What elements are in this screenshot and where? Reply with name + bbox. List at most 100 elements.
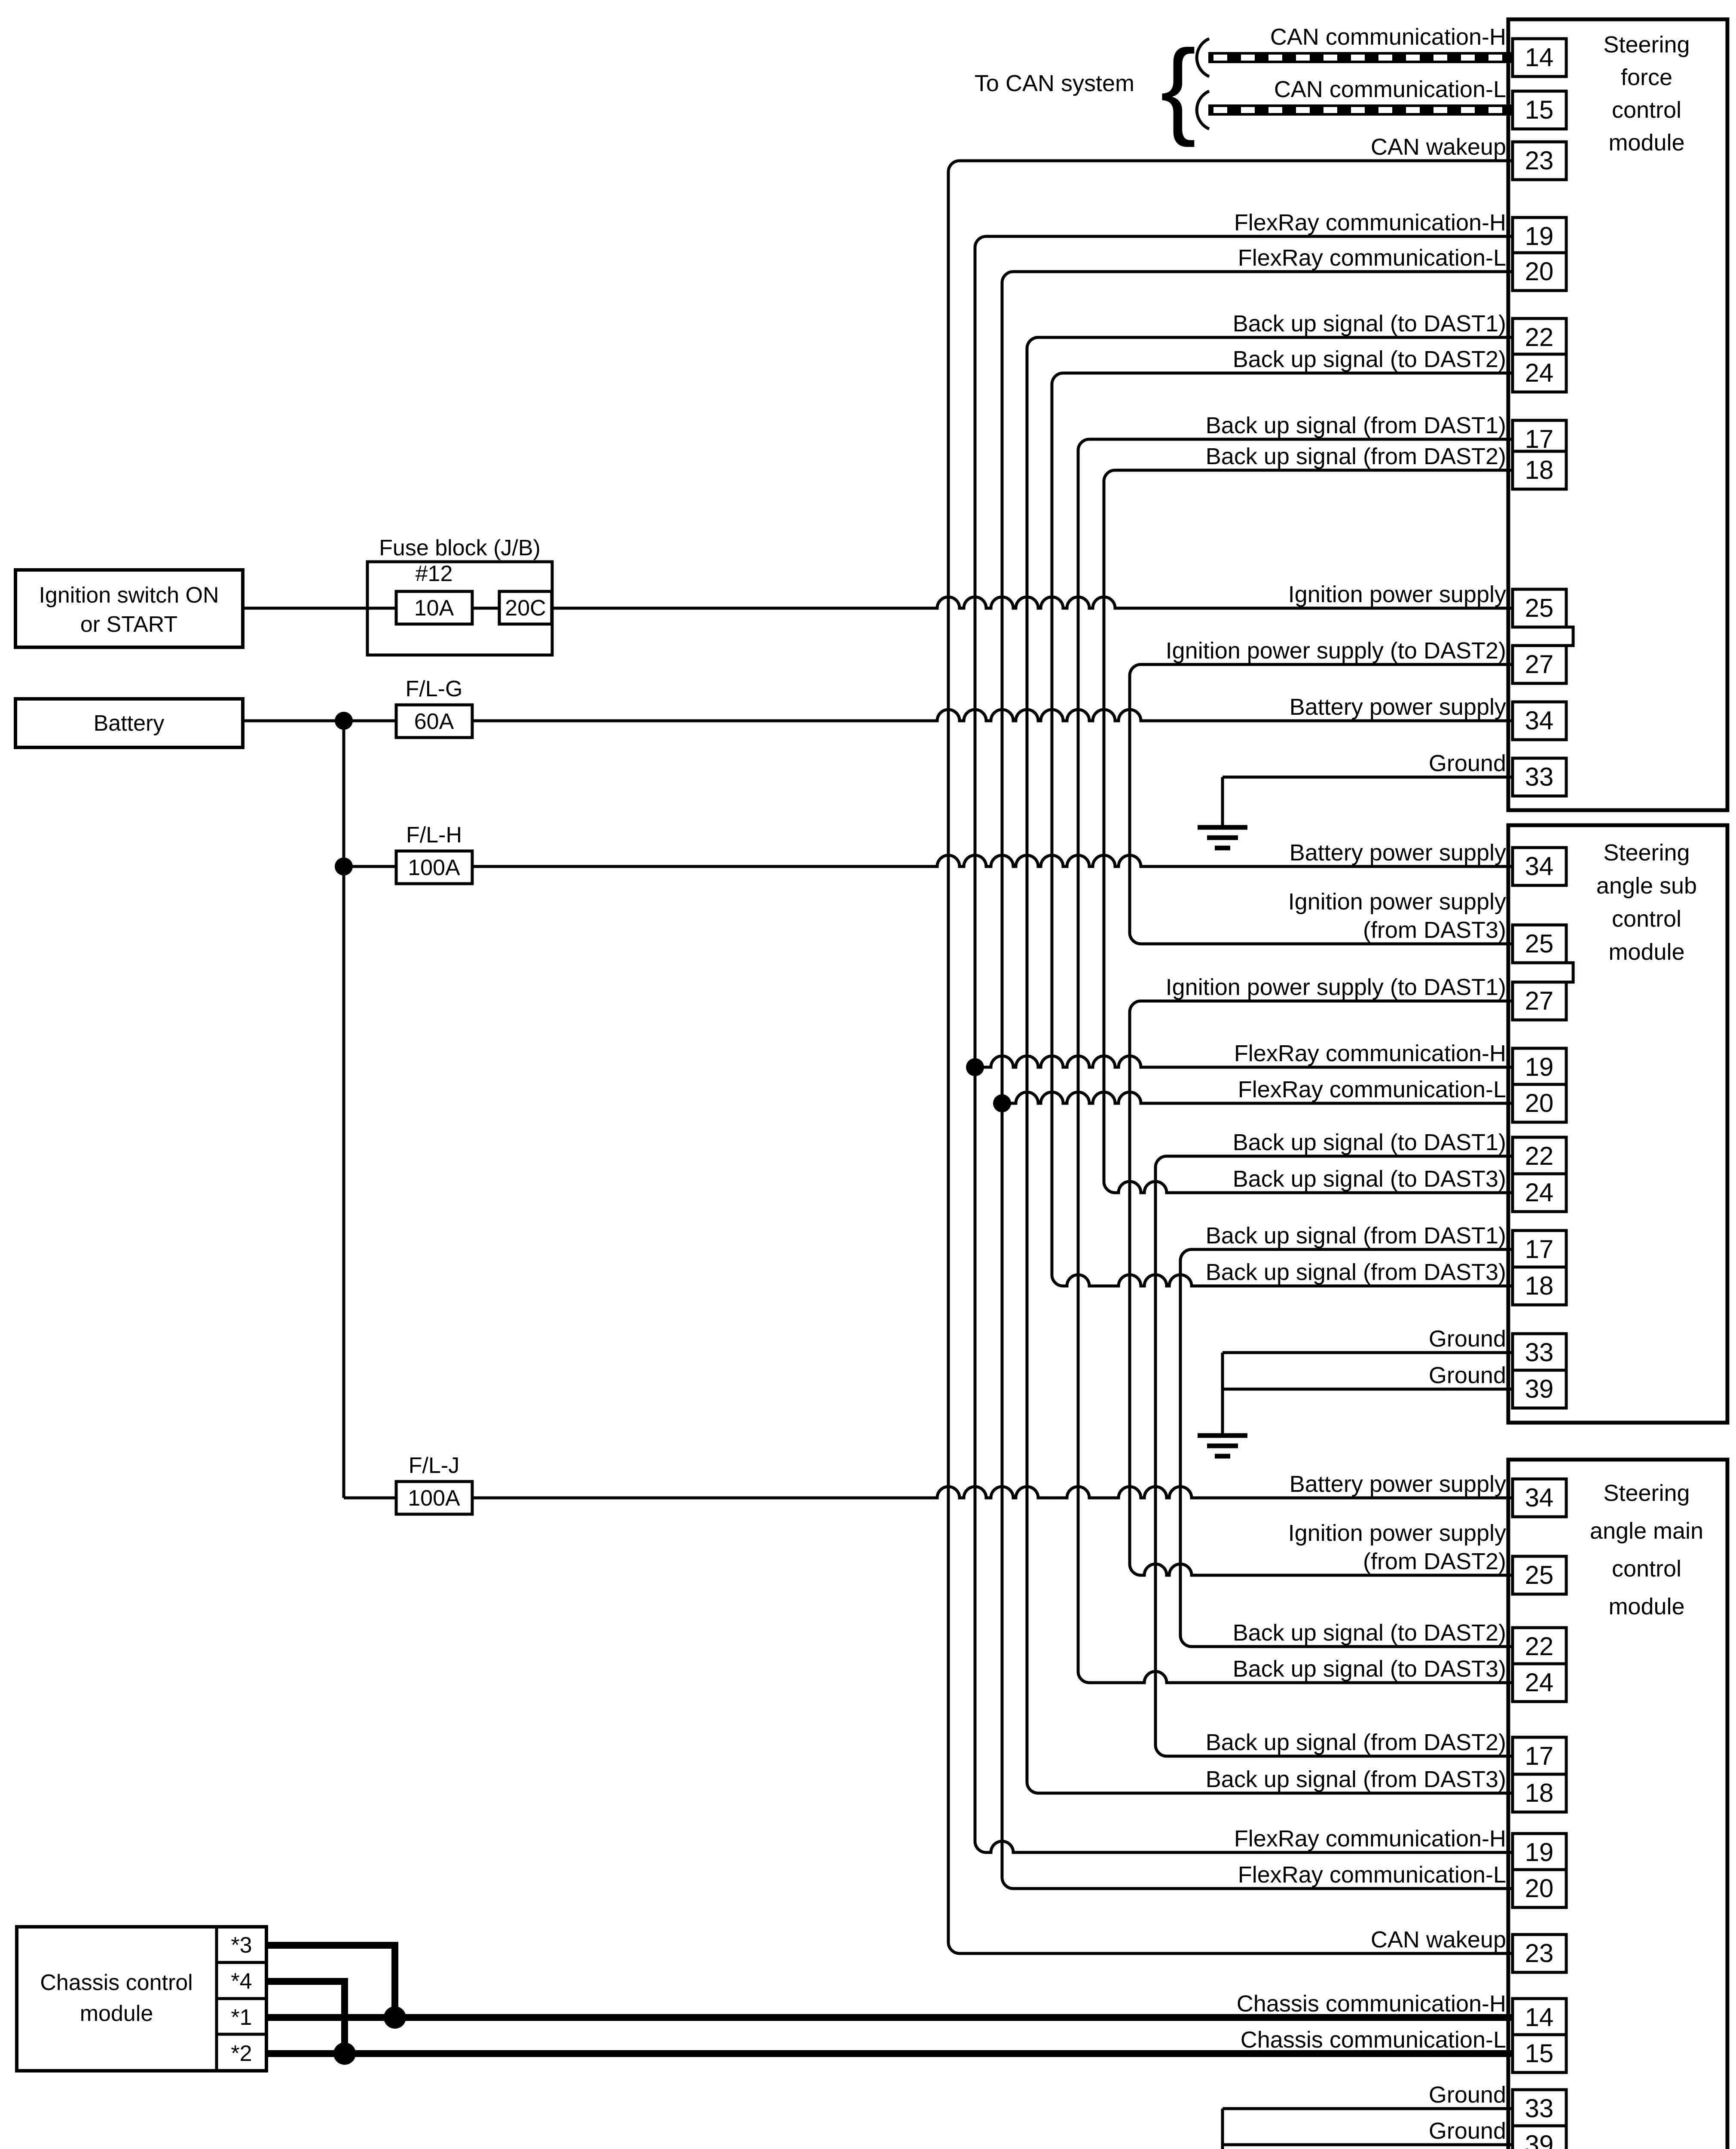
pin-number: 34 [1525, 706, 1554, 735]
module-title-line: angle main [1590, 1518, 1703, 1544]
pin-number: 18 [1525, 1779, 1554, 1807]
pin-number: 33 [1525, 1338, 1554, 1367]
pin-box [1511, 1555, 1568, 1596]
wire-battery-supply-1 [243, 708, 1513, 722]
pin-label: Ground [1429, 750, 1506, 776]
flj-name: F/L-J [409, 1453, 459, 1478]
wire-flexray-l [1000, 270, 1513, 1890]
flj-rating: 100A [408, 1486, 460, 1511]
junction-dot [384, 2006, 406, 2029]
pin-label: FlexRay communication-H [1234, 1041, 1506, 1066]
pin-box [1511, 37, 1568, 78]
flg-name: F/L-G [406, 677, 463, 701]
pin-number: 39 [1525, 2130, 1554, 2149]
pin-link-25-27-m2 [1566, 961, 1575, 984]
pin-box [1511, 89, 1568, 131]
pin-number: 24 [1525, 1178, 1554, 1207]
pin-label: Ignition power supply (to DAST1) [1166, 974, 1506, 1000]
junction-dot [335, 712, 353, 730]
fuse-10a-box [394, 590, 474, 626]
pin-label: Back up signal (to DAST3) [1233, 1166, 1506, 1192]
can-line-hook [1195, 89, 1210, 131]
pin-box [1511, 1662, 1568, 1703]
pin-label: (from DAST2) [1363, 1549, 1506, 1574]
pin-box [1511, 846, 1568, 887]
fuse-number: #12 [416, 561, 453, 586]
pin-box [1511, 1136, 1568, 1177]
chassis-pin-dividers [215, 1927, 266, 2071]
pin-box [1511, 317, 1568, 358]
battery-label: Battery [94, 711, 165, 736]
module-title-line: force [1621, 64, 1672, 90]
pin-label: CAN wakeup [1371, 1927, 1506, 1953]
pin-number: 34 [1525, 1483, 1554, 1512]
pin-number: 14 [1525, 2003, 1554, 2032]
module-title-line: module [1608, 939, 1684, 965]
pin-label: Ground [1429, 1326, 1506, 1352]
chassis-pin-label: *1 [231, 2005, 252, 2030]
fuse-connector: 20C [505, 596, 546, 621]
pin-number: 22 [1525, 1142, 1554, 1170]
wire-backup-dast3-to-dast2 [1050, 371, 1513, 1288]
pin-label: Back up signal (to DAST2) [1233, 346, 1506, 372]
pin-number: 25 [1525, 929, 1554, 958]
pin-box [1511, 1265, 1568, 1307]
module-title-line: module [1608, 1594, 1684, 1619]
pin-number: 20 [1525, 257, 1554, 286]
pin-label: CAN wakeup [1371, 134, 1506, 160]
pin-box [1511, 756, 1568, 798]
pin-number: 27 [1525, 650, 1554, 679]
pin-label: FlexRay communication-L [1238, 1077, 1506, 1102]
pin-box [1511, 1832, 1568, 1873]
module-title-line: control [1612, 1556, 1681, 1582]
pin-number: 27 [1525, 986, 1554, 1015]
flg-box [394, 703, 474, 739]
module-box-1 [1506, 823, 1730, 1425]
pin-label: Back up signal (from DAST1) [1206, 1223, 1506, 1249]
pin-number: 20 [1525, 1089, 1554, 1117]
pin-number: 17 [1525, 425, 1554, 453]
pin-box [1511, 700, 1568, 741]
chassis-pin-label: *2 [231, 2041, 252, 2066]
pin-box [1511, 2124, 1568, 2149]
wire-ignition-dast3-to-dast2 [1128, 663, 1513, 946]
pin-box [1511, 1933, 1568, 1974]
pin-box [1511, 644, 1568, 685]
pin-number: 18 [1525, 1271, 1554, 1300]
pin-number: 25 [1525, 1561, 1554, 1589]
pin-box [1511, 1772, 1568, 1814]
pin-number: 17 [1525, 1742, 1554, 1770]
wire-backup-dast2-to-dast1 [1154, 1154, 1513, 1758]
junction-dot [966, 1058, 984, 1076]
wire-chassis-4 [266, 1978, 348, 2054]
flh-rating: 100A [408, 855, 460, 880]
module-title-line: Steering [1603, 32, 1690, 58]
pin-number: 23 [1525, 146, 1554, 175]
fuse-block-label: Fuse block (J/B) [379, 536, 541, 560]
fuse-rating: 10A [414, 596, 454, 621]
pin-label: Ground [1429, 2118, 1506, 2144]
pin-number: 19 [1525, 1838, 1554, 1867]
pin-number: 24 [1525, 358, 1554, 387]
pin-label: Ground [1429, 2082, 1506, 2108]
pin-number: 33 [1525, 2094, 1554, 2123]
chassis-pin-label: *3 [231, 1933, 252, 1958]
pin-label: Back up signal (to DAST2) [1233, 1620, 1506, 1646]
can-brace: { [1160, 28, 1196, 147]
module-title-line: control [1612, 906, 1681, 932]
pin-number: 15 [1525, 2039, 1554, 2068]
pin-link-25-27-m1 [1566, 625, 1575, 647]
ignition-switch-label: or START [80, 612, 177, 637]
pin-label: FlexRay communication-H [1234, 1826, 1506, 1852]
chassis-pin-label: *4 [231, 1969, 252, 1994]
pin-number: 14 [1525, 43, 1554, 72]
pin-label: Battery power supply [1290, 1471, 1506, 1497]
pin-label: Back up signal (to DAST3) [1233, 1656, 1506, 1682]
pin-label: Chassis communication-H [1237, 1991, 1506, 2017]
pin-label: CAN communication-H [1270, 24, 1506, 50]
pin-box [1511, 1368, 1568, 1410]
junction-dot [335, 857, 353, 876]
